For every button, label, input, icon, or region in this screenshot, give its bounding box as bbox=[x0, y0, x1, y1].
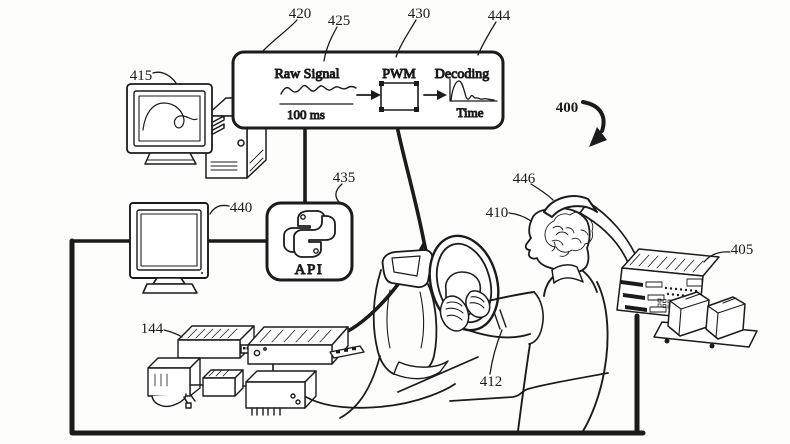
torso-front bbox=[517, 343, 531, 432]
enclosure-frame bbox=[69, 238, 646, 436]
monitor-440-stand bbox=[152, 277, 186, 285]
decoding-label: Decoding bbox=[435, 67, 489, 82]
ref-label-430: 430 bbox=[408, 6, 431, 22]
api-label: API bbox=[295, 262, 324, 278]
torso-back bbox=[582, 281, 609, 432]
ref-label-425: 425 bbox=[328, 13, 351, 29]
leader-420 bbox=[261, 19, 298, 53]
monitor-415-outer bbox=[126, 83, 213, 154]
leader-430 bbox=[395, 19, 417, 58]
amplifier-equipment bbox=[147, 325, 456, 416]
headset-band bbox=[543, 195, 598, 218]
raw-signal-label: Raw Signal bbox=[275, 67, 340, 82]
decoding-plot bbox=[449, 78, 498, 102]
leader-446 bbox=[530, 183, 554, 201]
monitor-415-stand bbox=[144, 152, 197, 165]
floor-lines bbox=[339, 355, 609, 419]
signal-processing-panel: Raw Signal 100 ms PWM Decoding Time bbox=[231, 50, 505, 130]
ref-label-444: 444 bbox=[488, 8, 511, 24]
monitor-415-screen bbox=[138, 95, 201, 142]
pwm-frame bbox=[379, 81, 419, 112]
equipment-cable bbox=[305, 383, 456, 409]
leader-415 bbox=[152, 71, 177, 84]
subject-figure bbox=[439, 207, 609, 432]
raw-signal-window: 100 ms bbox=[287, 107, 325, 122]
arrow-pwm-to-decoding bbox=[423, 90, 447, 100]
simulator-seat bbox=[372, 249, 449, 380]
ref-label-144: 144 bbox=[141, 321, 164, 337]
brain bbox=[544, 211, 594, 257]
decoding-axis-label: Time bbox=[457, 105, 484, 120]
ref-label-415: 415 bbox=[130, 68, 153, 84]
display-monitor bbox=[129, 202, 209, 294]
ref-label-410: 410 bbox=[486, 205, 509, 221]
wrist-band bbox=[493, 309, 507, 330]
ref-label-412: 412 bbox=[480, 374, 503, 390]
sleeve bbox=[528, 291, 544, 345]
ref-label-420: 420 bbox=[289, 6, 312, 22]
ref-label-400: 400 bbox=[556, 100, 579, 116]
leader-405 bbox=[703, 251, 731, 263]
leader-410 bbox=[508, 212, 532, 222]
python-api-box: API bbox=[265, 201, 354, 282]
leader-440 bbox=[209, 204, 230, 215]
collar bbox=[551, 264, 584, 284]
leader-412 bbox=[489, 329, 503, 375]
leader-425 bbox=[323, 26, 338, 62]
pwm-label: PWM bbox=[382, 67, 416, 82]
leader-444 bbox=[477, 21, 497, 56]
leader-435 bbox=[335, 183, 343, 205]
hands bbox=[439, 290, 491, 332]
ref-label-435: 435 bbox=[333, 170, 356, 186]
reference-numerals: 420 425 430 444 415 440 435 144 405 410 … bbox=[130, 6, 754, 390]
ref-label-446: 446 bbox=[513, 171, 536, 187]
leader-lines bbox=[152, 19, 731, 375]
arrow-raw-to-pwm bbox=[356, 90, 381, 100]
ref-label-440: 440 bbox=[230, 200, 253, 216]
python-logo-icon bbox=[283, 210, 336, 258]
raw-signal-trace bbox=[279, 84, 357, 105]
leader-144 bbox=[163, 329, 183, 338]
monitor-415-bezel bbox=[133, 90, 206, 147]
system-arrow bbox=[581, 100, 607, 147]
acquisition-rack bbox=[616, 248, 758, 349]
screen-waveform bbox=[142, 102, 198, 131]
ref-label-405: 405 bbox=[731, 242, 754, 258]
